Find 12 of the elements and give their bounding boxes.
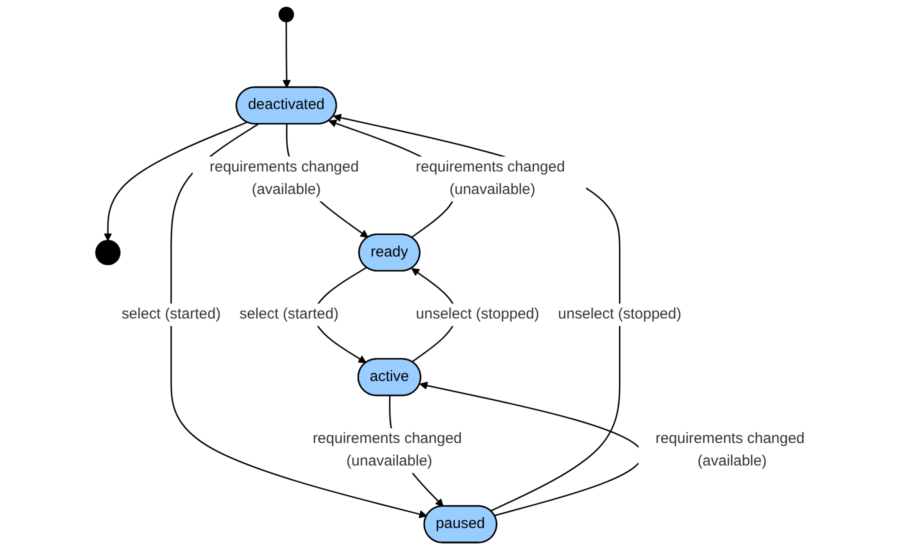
edge-label: requirements changed (unavailable) (312, 431, 462, 470)
node-circle (278, 6, 294, 22)
arrow (282, 22, 291, 88)
edge-label: requirements changed (unavailable) (416, 159, 565, 198)
edge-label: select (started) (239, 306, 339, 322)
edge-label: select (started) (122, 306, 221, 322)
edge-label: unselect (stopped) (416, 306, 540, 322)
node-bullseye (95, 240, 121, 266)
edge-label: requirements changed (available) (210, 159, 359, 198)
edge-label: requirements changed (available) (655, 431, 805, 470)
edge-label: unselect (stopped) (558, 306, 682, 322)
arrow (104, 122, 248, 242)
